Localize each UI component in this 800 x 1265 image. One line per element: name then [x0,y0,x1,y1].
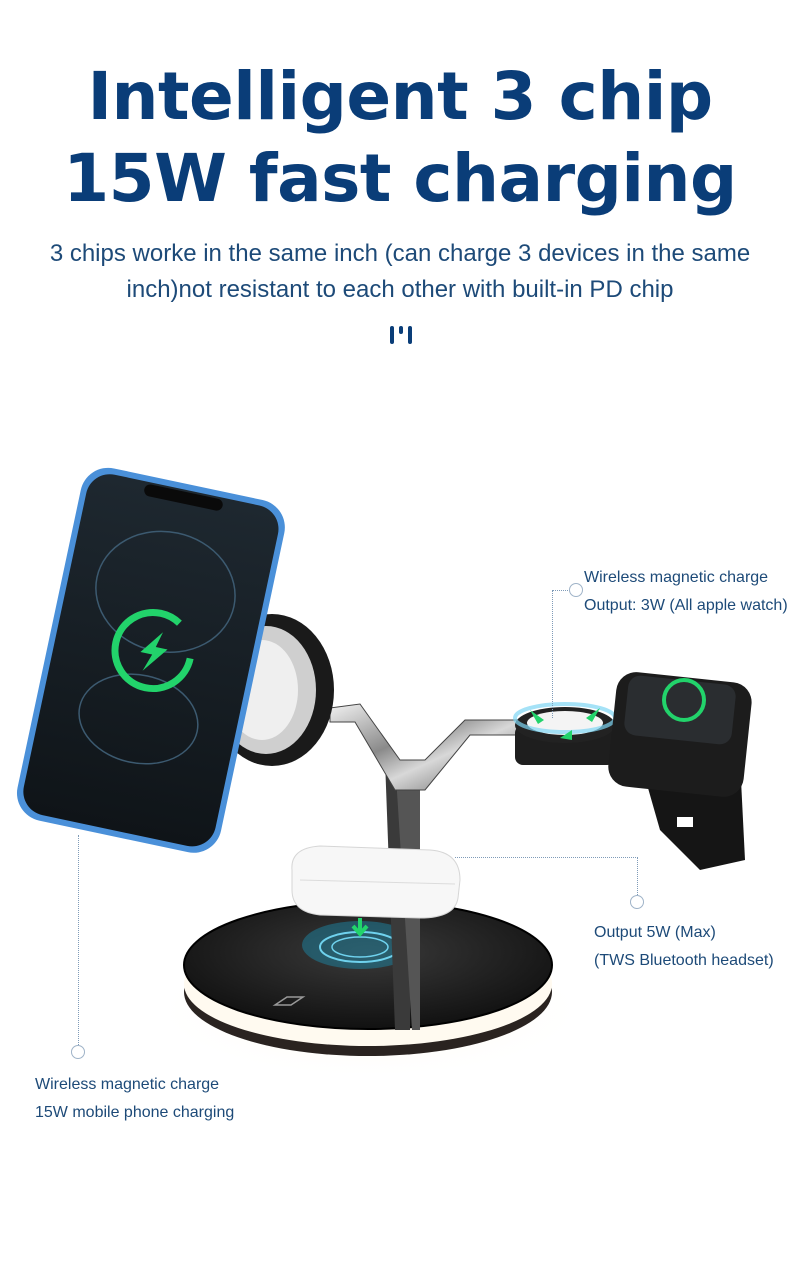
earbuds-case-icon [291,845,461,919]
watch-charger-puck [513,702,617,765]
callout-marker-earbuds [630,895,644,909]
callout-phone: Wireless magnetic charge 15W mobile phon… [35,1071,234,1127]
callout-line-earbuds [455,857,638,858]
callout-earbuds: Output 5W (Max) (TWS Bluetooth headset) [594,919,774,975]
divider-mark-icon [388,324,418,344]
nfc-touch-icon [272,996,306,1006]
callout-phone-line1: Wireless magnetic charge [35,1076,220,1093]
headline-line-1: Intelligent 3 chip [87,58,713,135]
charging-base-icon [183,900,553,1056]
charging-bolt-icon [140,632,168,671]
callout-watch-line2: Output: 3W (All apple watch) [584,597,788,614]
subtitle-line-2: inch)not resistant to each other with bu… [126,276,674,303]
phone-icon [16,467,285,853]
callout-earbuds-line2: (TWS Bluetooth headset) [594,952,774,969]
callout-watch-line1: Wireless magnetic charge [584,569,769,586]
subtitle-line-1: 3 chips worke in the same inch (can char… [49,240,751,267]
callout-connector-earbuds [637,857,638,895]
subtitle: 3 chips worke in the same inch (can char… [0,236,800,308]
callout-phone-line2: 15W mobile phone charging [35,1104,235,1121]
callout-line-phone [78,835,79,1045]
headline-line-2: 15W fast charging [63,140,737,217]
callout-connector-watch [552,590,570,591]
callout-watch: Wireless magnetic charge Output: 3W (All… [584,564,788,620]
callout-line-watch [552,590,553,718]
callout-marker-phone [71,1045,85,1059]
callout-earbuds-line1: Output 5W (Max) [594,924,716,941]
callout-marker-watch [569,583,583,597]
watch-icon [608,672,752,870]
